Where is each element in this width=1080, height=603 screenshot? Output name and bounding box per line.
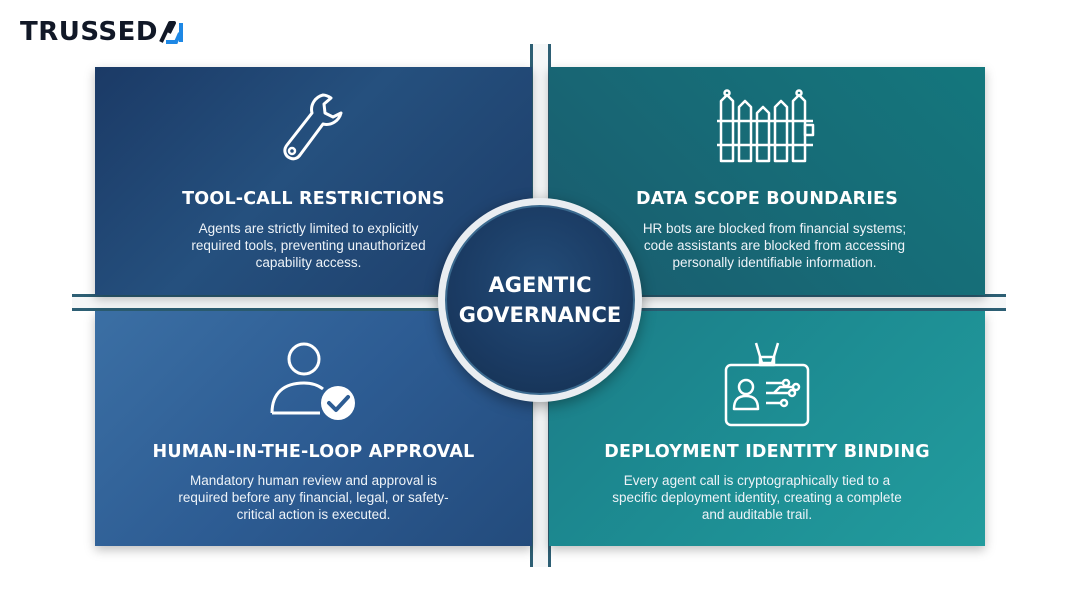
- center-label: AGENTIC GOVERNANCE: [445, 205, 635, 395]
- quadrant-title: TOOL-CALL RESTRICTIONS: [182, 189, 445, 209]
- quadrant-description: Mandatory human review and approval is r…: [178, 473, 449, 522]
- logo: TRUSSED: [20, 17, 185, 47]
- logo-text: TRUSSED: [20, 17, 158, 47]
- quadrant-title: DEPLOYMENT IDENTITY BINDING: [604, 442, 930, 462]
- quadrant-description: Agents are strictly limited to explicitl…: [191, 221, 426, 270]
- id-badge-icon: [724, 342, 810, 427]
- wrench-icon: [282, 93, 342, 161]
- fence-icon: [717, 89, 815, 163]
- user-check-icon: [270, 342, 355, 420]
- center-label-line2: GOVERNANCE: [458, 303, 622, 327]
- quadrant-title: HUMAN-IN-THE-LOOP APPROVAL: [152, 442, 475, 462]
- center-label-line1: AGENTIC: [488, 273, 592, 297]
- quadrant-title: DATA SCOPE BOUNDARIES: [635, 189, 898, 209]
- quadrant-tool-call-restrictions: TOOL-CALL RESTRICTIONS Agents are strict…: [95, 67, 532, 295]
- ai-mark-icon: [159, 21, 183, 44]
- quadrant-description: HR bots are blocked from financial syste…: [642, 221, 907, 270]
- quadrant-description: Every agent call is cryptographically ti…: [612, 473, 902, 522]
- center-hub: AGENTIC GOVERNANCE: [438, 198, 642, 402]
